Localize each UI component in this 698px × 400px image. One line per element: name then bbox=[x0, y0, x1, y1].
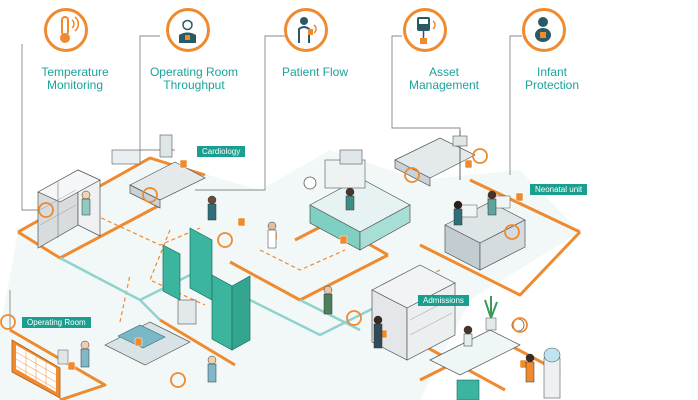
callout-leaders bbox=[9, 35, 522, 330]
teal-doors bbox=[162, 227, 251, 351]
staff-figures bbox=[80, 187, 535, 383]
use-case-temperature-label: Temperature Monitoring bbox=[41, 65, 109, 92]
potted-plant bbox=[484, 296, 498, 331]
signal-rings bbox=[0, 148, 528, 388]
or-schedule-board bbox=[11, 339, 61, 399]
surgeon-icon bbox=[166, 8, 210, 52]
operating-table bbox=[57, 299, 197, 366]
zone-label-admissions: Admissions bbox=[418, 295, 469, 306]
clock-icon bbox=[303, 176, 317, 190]
teal-door bbox=[456, 379, 480, 400]
use-case-patient-flow-label: Patient Flow bbox=[281, 65, 349, 79]
nurse-station bbox=[309, 149, 411, 251]
water-cooler bbox=[543, 347, 561, 399]
zone-label-operating-room: Operating Room bbox=[22, 317, 91, 328]
use-case-asset-label: Asset Management bbox=[408, 65, 480, 92]
zone-label-cardiology: Cardiology bbox=[197, 146, 246, 157]
thermometer-icon bbox=[44, 8, 88, 52]
iv-pump-icon bbox=[403, 8, 447, 52]
zone-label-neonatal: Neonatal unit bbox=[530, 184, 588, 195]
use-case-infant-label: Infant Protection bbox=[524, 65, 580, 92]
infant-icon bbox=[522, 8, 566, 52]
use-case-or-label: Operating Room Throughput bbox=[149, 65, 239, 92]
patient-icon bbox=[284, 8, 328, 52]
